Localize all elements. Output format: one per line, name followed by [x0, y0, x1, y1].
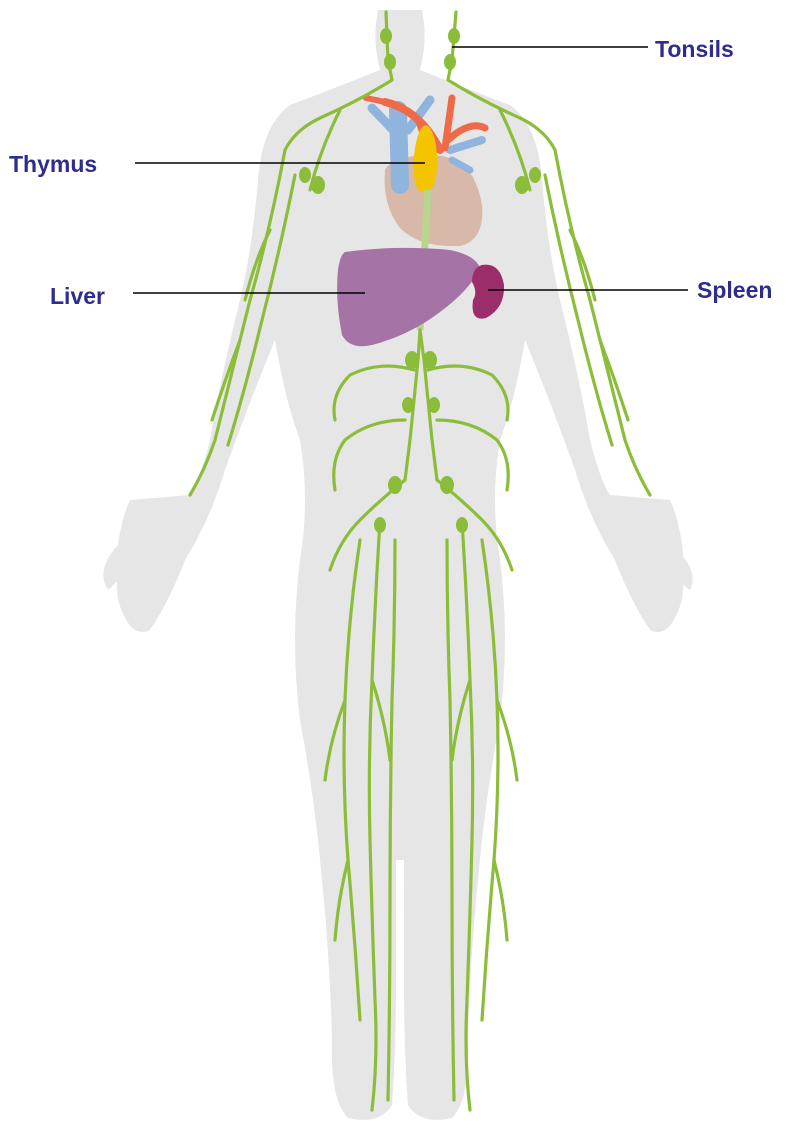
- spleen-label: Spleen: [697, 279, 772, 302]
- thymus-label: Thymus: [9, 153, 97, 176]
- liver-label: Liver: [50, 285, 105, 308]
- tonsils-label: Tonsils: [655, 38, 734, 61]
